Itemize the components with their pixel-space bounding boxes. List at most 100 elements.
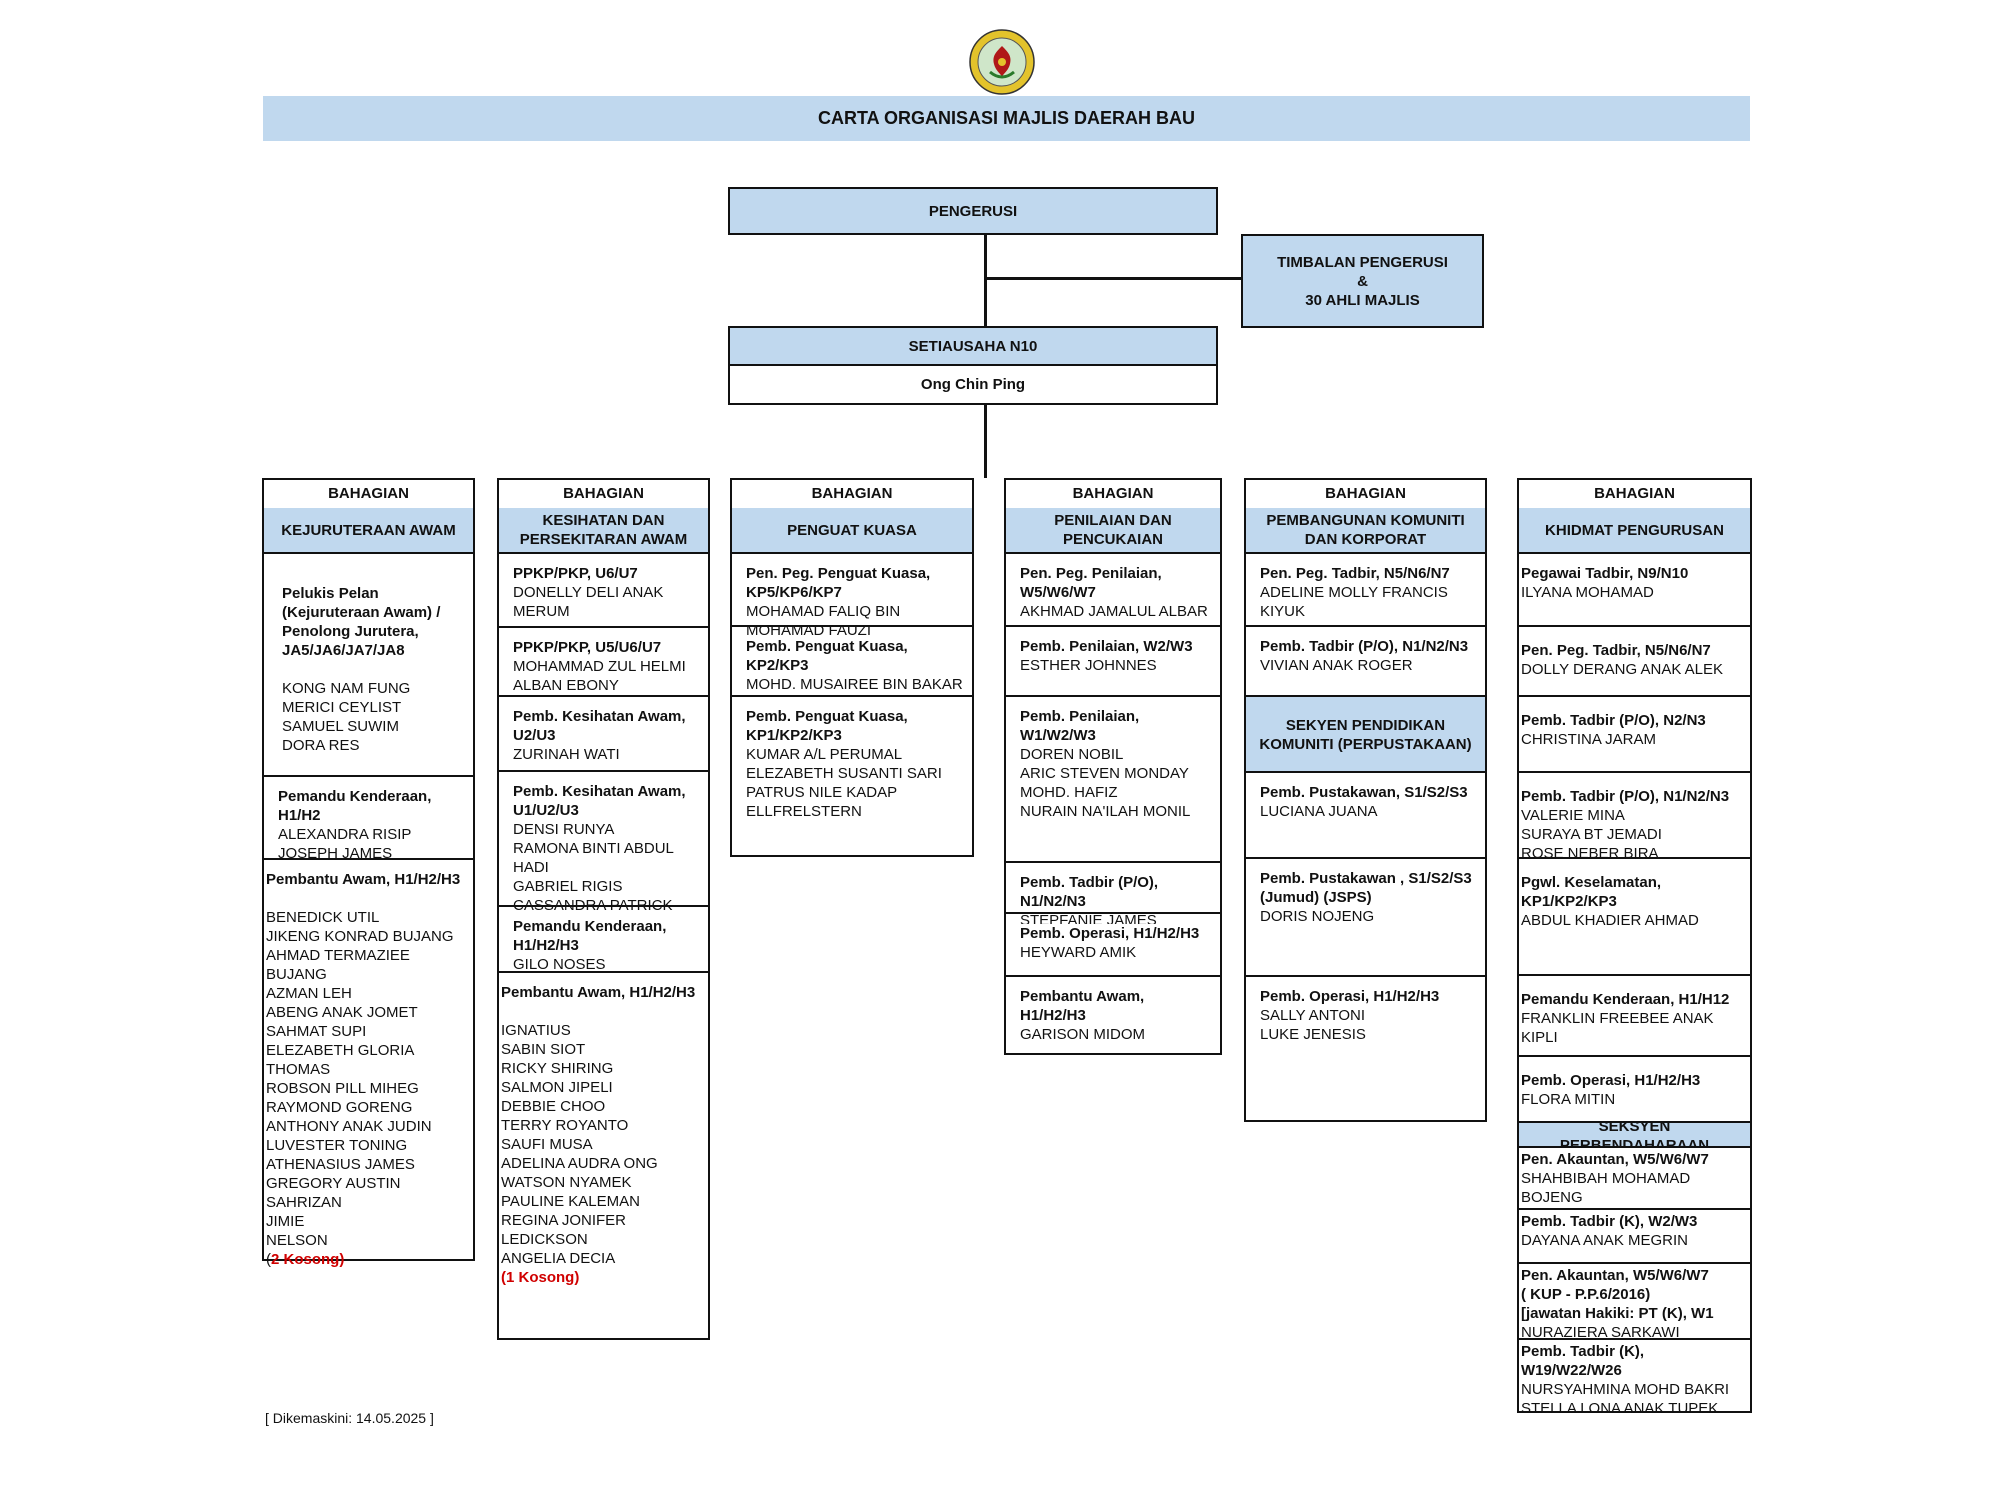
staff-names: VIVIAN ANAK ROGER [1260,657,1413,674]
vacancy-bracket: ( [266,1251,271,1268]
chairman-label: PENGERUSI [928,202,1018,220]
position-title: Pemandu Kenderaan, H1/H2/H3 [513,918,667,954]
position-section: Pembantu Awam, H1/H2/H3 IGNATIUS SABIN S… [499,971,708,1350]
position-title: Pemb. Kesihatan Awam, U2/U3 [513,708,686,744]
position-title: Pen. Akauntan, W5/W6/W7 [1521,1151,1709,1168]
position-title: Pen. Peg. Tadbir, N5/N6/N7 [1260,565,1450,582]
secretary-box: SETIAUSAHA N10 Ong Chin Ping [728,326,1218,405]
position-title: Pemandu Kenderaan, H1/H12 [1521,991,1730,1008]
position-title: Pembantu Awam, H1/H2/H3 [501,984,696,1001]
position-title: Pen. Akauntan, W5/W6/W7 ( KUP - P.P.6/20… [1521,1267,1714,1322]
department-label: BAHAGIAN [1072,485,1154,502]
staff-names: GILO NOSES [513,956,606,973]
position-title: Pemb. Kesihatan Awam, U1/U2/U3 [513,783,686,819]
staff-names: NURSYAHMINA MOHD BAKRI STELLA LONA ANAK … [1521,1381,1730,1415]
position-title: Pen. Peg. Tadbir, N5/N6/N7 [1521,642,1711,659]
staff-names: ALEXANDRA RISIP JOSEPH JAMES [278,826,412,862]
position-title: Pemb. Operasi, H1/H2/H3 [1521,1072,1701,1089]
position-title: Pemb. Penilaian, W1/W2/W3 [1020,708,1140,744]
department-label: BAHAGIAN [563,485,644,502]
position-title: Pemb. Tadbir (P/O), N1/N2/N3 [1260,638,1469,655]
vacancy-count: (1 Kosong) [501,1269,580,1286]
position-section: Pen. Akauntan, W5/W6/W7 ( KUP - P.P.6/20… [1519,1262,1750,1342]
council-logo [968,28,1036,96]
staff-names: BENEDICK UTIL JIKENG KONRAD BUJANG AHMAD… [266,909,454,1249]
staff-names: DOLLY DERANG ANAK ALEK [1521,661,1724,678]
position-title: Pemb. Penilaian, W2/W3 [1020,638,1193,655]
staff-names: GARISON MIDOM [1020,1026,1146,1043]
staff-names: NURAZIERA SARKAWI [1521,1324,1680,1341]
department-column: BAHAGIAN PEMBANGUNAN KOMUNITI DAN KORPORA… [1244,478,1487,1122]
position-title: Pembantu Awam, H1/H2/H3 [1020,988,1145,1024]
department-label: BAHAGIAN [328,485,409,502]
secretary-title: SETIAUSAHA N10 [730,328,1216,366]
staff-names: DONELLY DELI ANAK MERUM [513,584,664,620]
section-heading: SEKYEN PENDIDIKAN KOMUNITI (PERPUSTAKAAN… [1246,695,1485,773]
department-name: KEJURUTERAAN AWAM [264,508,473,552]
deputy-ampersand: & [1357,272,1368,290]
position-title: Pemb. Tadbir (K), W2/W3 [1521,1213,1698,1230]
staff-names: ABDUL KHADIER AHMAD [1521,912,1699,929]
position-section: Pelukis Pelan (Kejuruteraan Awam) / Peno… [264,552,473,807]
department-label: BAHAGIAN [1325,485,1406,502]
position-title: Pgwl. Keselamatan, KP1/KP2/KP3 [1521,874,1662,910]
chairman-box: PENGERUSI [728,187,1218,235]
vacancy-count: (2 Kosong) [266,1250,469,1269]
department-name: KESIHATAN DAN PERSEKITARAN AWAM [499,508,708,552]
staff-names: CHRISTINA JARAM [1521,731,1657,748]
position-title: Pemb. Operasi, H1/H2/H3 [1260,988,1440,1005]
staff-names: MOHAMMAD ZUL HELMI ALBAN EBONY [513,658,686,694]
position-title: Pembantu Awam, H1/H2/H3 [266,871,461,888]
staff-names: LUCIANA JUANA [1260,803,1378,820]
deputy-box: TIMBALAN PENGERUSI & 30 AHLI MAJLIS [1241,234,1484,328]
staff-names: AKHMAD JAMALUL ALBAR [1020,603,1208,620]
position-title: Pemb. Penguat Kuasa, KP2/KP3 [746,638,908,674]
staff-names: MOHD. MUSAIREE BIN BAKAR [746,676,963,693]
connector-secretary-departments [984,404,987,478]
staff-names: ADELINE MOLLY FRANCIS KIYUK [1260,584,1448,620]
staff-names: HEYWARD AMIK [1020,944,1137,961]
staff-names: STEPFANIE JAMES [1020,912,1157,924]
position-title: Pelukis Pelan (Kejuruteraan Awam) / Peno… [282,585,441,659]
connector-deputy [984,277,1242,280]
position-title: Pegawai Tadbir, N9/N10 [1521,565,1689,582]
staff-names: FRANKLIN FREEBEE ANAK KIPLI [1521,1010,1714,1046]
deputy-label: TIMBALAN PENGERUSI [1277,253,1448,271]
department-name: PEMBANGUNAN KOMUNITI DAN KORPORAT [1246,508,1485,552]
department-label: BAHAGIAN [1594,485,1675,502]
council-members-label: 30 AHLI MAJLIS [1305,291,1420,309]
position-section: Pemb. Pustakawan , S1/S2/S3 (Jumud) (JSP… [1246,857,1485,987]
position-title: Pen. Peg. Penguat Kuasa, KP5/KP6/KP7 [746,565,931,601]
position-title: Pemb. Tadbir (P/O), N1/N2/N3 [1020,874,1159,910]
connector-chairman-secretary [984,234,987,326]
position-title: Pemb. Pustakawan , S1/S2/S3 (Jumud) (JSP… [1260,870,1472,906]
department-name: PENILAIAN DAN PENCUKAIAN [1006,508,1220,552]
vacancy-label: 2 Kosong) [271,1251,345,1268]
staff-names: KONG NAM FUNG MERICI CEYLIST SAMUEL SUWI… [282,680,411,754]
staff-names: ILYANA MOHAMAD [1521,584,1654,601]
department-name: PENGUAT KUASA [732,508,972,552]
position-title: Pemb. Tadbir (P/O), N2/N3 [1521,712,1706,729]
staff-names: VALERIE MINA SURAYA BT JEMADI ROSE NEBER… [1521,807,1662,862]
